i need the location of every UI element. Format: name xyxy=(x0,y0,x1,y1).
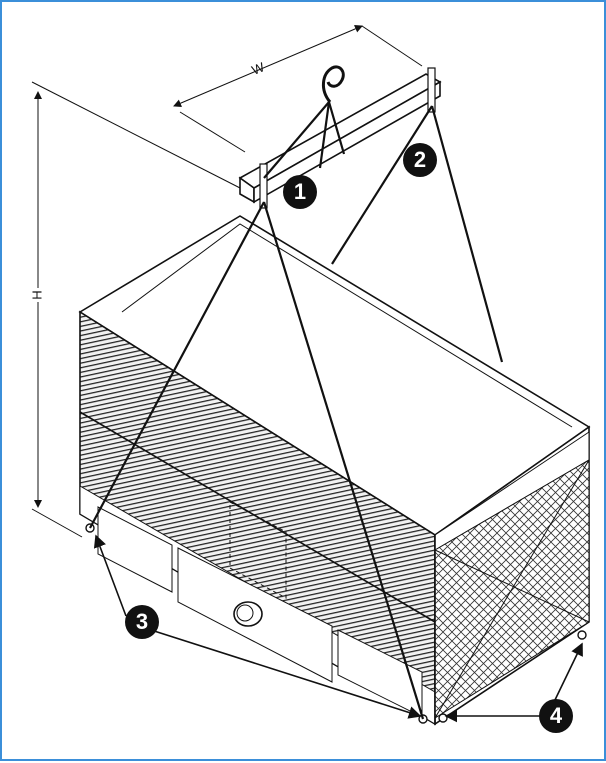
lifting-cables xyxy=(89,105,504,720)
callout-1-label: 1 xyxy=(294,179,306,204)
width-ext-line-left xyxy=(179,111,246,153)
port-fitting-inner xyxy=(236,604,254,622)
height-label-bg xyxy=(31,288,45,302)
end-brace-2 xyxy=(434,459,590,719)
cable-right-end xyxy=(430,105,504,363)
end-brace-1 xyxy=(434,549,590,623)
width-dimension: W xyxy=(173,25,423,153)
hook-sling-mid xyxy=(318,101,331,169)
hook-sling-right xyxy=(327,101,346,155)
panel-seam xyxy=(79,411,436,623)
cable-left-front xyxy=(89,201,265,529)
spreader-bar-assembly xyxy=(238,65,442,209)
callout-2: 2 xyxy=(403,143,437,177)
height-ext-line-top xyxy=(31,81,245,191)
callout-2-badge xyxy=(403,143,437,177)
callout-4-label: 4 xyxy=(550,703,563,728)
cable-left-rear xyxy=(262,201,425,720)
callout-leaders xyxy=(93,534,583,723)
leader-3-to-left-lug xyxy=(93,534,127,617)
spreader-bar-side xyxy=(253,80,441,204)
callout-1: 1 xyxy=(283,175,317,209)
height-dimension: H xyxy=(29,81,245,538)
spreader-clevis-left xyxy=(259,163,268,209)
leader-4-to-rear-lug xyxy=(553,642,583,703)
spreader-clevis-right xyxy=(427,67,436,113)
lifting-lug-end-front xyxy=(438,713,448,723)
callout-4-badge xyxy=(539,699,573,733)
width-ext-line-right xyxy=(361,25,423,67)
callout-3-badge xyxy=(125,605,159,639)
hook-sling-left xyxy=(263,101,330,179)
width-dim-line xyxy=(173,25,363,107)
height-ext-line-bottom xyxy=(31,508,83,538)
crane-hook-icon xyxy=(322,65,345,103)
width-label: W xyxy=(250,59,268,78)
cable-right-top xyxy=(331,105,433,265)
unit-body xyxy=(78,215,591,726)
callout-2-label: 2 xyxy=(414,147,426,172)
callout-3-label: 3 xyxy=(136,609,148,634)
unit-top-lip xyxy=(121,223,573,428)
leader-3-to-right-lug xyxy=(125,621,422,719)
lifting-lug-end-rear xyxy=(577,630,587,640)
callout-4: 4 xyxy=(539,699,573,733)
callout-1-badge xyxy=(283,175,317,209)
height-label: H xyxy=(29,290,44,299)
callout-3: 3 xyxy=(125,605,159,639)
